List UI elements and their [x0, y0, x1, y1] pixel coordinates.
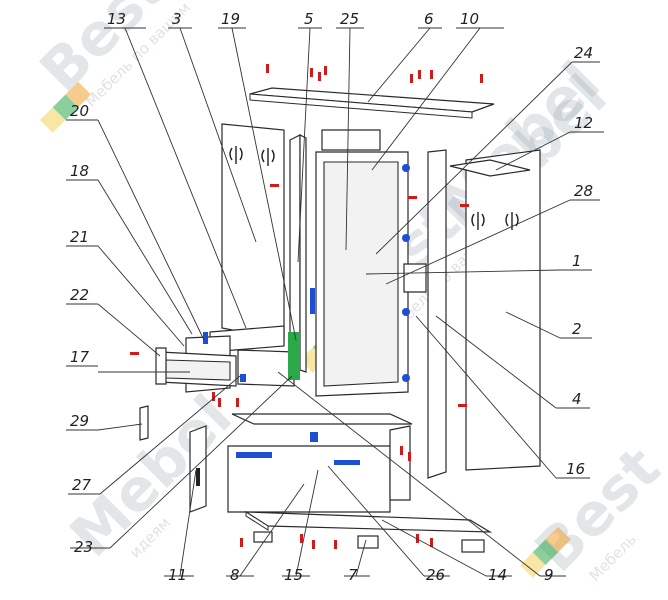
- part-labels: 13 3 19 5 25 6 10 24 12 28 1 2 4 16 20 1…: [70, 10, 593, 584]
- label-1: 1: [572, 252, 582, 270]
- label-5: 5: [304, 10, 314, 28]
- leader-lines: [66, 27, 604, 577]
- coat-hook-icon: [229, 146, 275, 166]
- part-bottom-cabinet: [227, 413, 413, 513]
- label-22: 22: [70, 286, 89, 304]
- label-12: 12: [574, 114, 593, 132]
- label-7: 7: [348, 566, 358, 584]
- label-10: 10: [460, 10, 479, 28]
- label-3: 3: [172, 10, 182, 28]
- label-8: 8: [230, 566, 240, 584]
- label-21: 21: [70, 228, 89, 246]
- label-17: 17: [70, 348, 90, 366]
- part-small-cabinet: [155, 325, 300, 393]
- part-plinth: [243, 511, 493, 533]
- label-27: 27: [72, 476, 92, 494]
- label-16: 16: [566, 460, 585, 478]
- label-11: 11: [168, 566, 187, 584]
- label-14: 14: [488, 566, 507, 584]
- label-26: 26: [426, 566, 445, 584]
- part-mirror-door: [310, 129, 427, 397]
- label-18: 18: [70, 162, 89, 180]
- label-9: 9: [544, 566, 554, 584]
- label-15: 15: [284, 566, 303, 584]
- part-lower-door: [189, 425, 207, 513]
- part-feet: [253, 531, 485, 553]
- fasteners: [130, 64, 483, 549]
- label-29: 29: [70, 412, 89, 430]
- label-23: 23: [74, 538, 93, 556]
- coat-hook-icon: [471, 212, 519, 230]
- label-4: 4: [572, 390, 582, 408]
- label-25: 25: [340, 10, 359, 28]
- label-28: 28: [574, 182, 593, 200]
- label-6: 6: [424, 10, 434, 28]
- label-2: 2: [572, 320, 582, 338]
- label-13: 13: [107, 10, 126, 28]
- label-19: 19: [221, 10, 240, 28]
- part-right-door: [402, 149, 447, 479]
- part-left-side-panel: [221, 123, 285, 341]
- part-right-side-panel: [449, 149, 541, 471]
- part-small-board: [139, 405, 149, 441]
- part-top-panel: [249, 87, 495, 119]
- label-24: 24: [574, 44, 593, 62]
- label-20: 20: [70, 102, 89, 120]
